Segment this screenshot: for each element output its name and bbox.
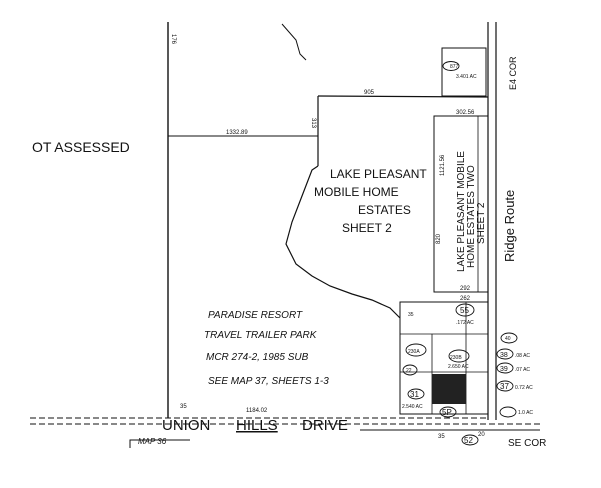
subdivision-line2: MOBILE HOME [314, 185, 399, 199]
parcel-22-circle [402, 364, 418, 376]
parcel-31-circle [407, 388, 425, 400]
parcel-31-id: 31 [410, 390, 419, 399]
subdivision-west-curve [285, 165, 401, 319]
parcel-5p-circle [439, 406, 457, 418]
parcel-230a-id: 230A [408, 349, 420, 355]
road-hills-label: HILLS [236, 417, 278, 434]
subdivision-north-line [317, 95, 489, 98]
map-ref-bracket [129, 439, 190, 448]
parcel-52-circle [461, 434, 479, 446]
parcel-37-id: 37 [500, 382, 509, 391]
parcel-37-circle [496, 380, 514, 392]
parcel-55-id: 55 [460, 306, 469, 315]
parcel-877-circle [442, 61, 460, 71]
parcel-877-area: 3.401 AC [456, 74, 477, 80]
parcel-5p-id: 5P [442, 408, 452, 417]
corner-176-label: 176 [170, 34, 176, 45]
parcel-38-area: .08 AC [515, 353, 530, 359]
parcel-39-area: .07 AC [515, 367, 530, 373]
dim-302: 302.56 [456, 110, 475, 116]
se-cor-label: SE COR [508, 438, 546, 449]
paradise-line3: MCR 274-2, 1985 SUB [206, 352, 309, 363]
small-parcel-35: 35 [408, 312, 414, 318]
e4-cor-label: E4 COR [508, 56, 518, 90]
subdivision-two-line3: SHEET 2 [476, 202, 487, 244]
dim-35: 35 [438, 434, 445, 440]
paradise-line2: TRAVEL TRAILER PARK [204, 330, 318, 341]
parcel-877-box [441, 47, 487, 97]
parcel-37-area: 0.72 AC [515, 385, 533, 391]
subdivision-line3: ESTATES [358, 203, 411, 217]
parcel-40-circle [500, 332, 518, 344]
parcel-39-id: 39 [500, 366, 508, 373]
dim-20: 20 [478, 432, 485, 438]
dim-905: 905 [364, 90, 375, 96]
parcel-39-circle [496, 362, 514, 374]
subdivision-two-line2: HOME ESTATES TWO [466, 165, 477, 268]
not-assessed-label: OT ASSESSED [32, 139, 130, 155]
parcel-230a-circle [405, 343, 427, 357]
dim-1332: 1332.89 [226, 130, 248, 136]
parcel-55-circle [455, 303, 475, 317]
dim-292: 292 [460, 286, 471, 292]
paradise-line1: PARADISE RESORT [208, 310, 303, 321]
map-ref-label: MAP 36 [138, 437, 167, 446]
subdivision-line4: SHEET 2 [342, 221, 392, 235]
ridge-route-label: Ridge Route [502, 190, 517, 262]
parcel-877-id: 877 [450, 64, 459, 70]
subdivision-two-line1: LAKE PLEASANT MOBILE [456, 151, 467, 272]
drainage-line [281, 23, 307, 61]
subdivision-line1: LAKE PLEASANT [330, 167, 427, 181]
parcel-52-id: 52 [464, 436, 473, 445]
road-union-label: UNION [162, 417, 210, 434]
dim-820: 820 [436, 233, 442, 244]
dim-313: 313 [310, 118, 316, 129]
parcel-22-id: 22 [406, 368, 412, 374]
hatched-parcel [432, 374, 466, 404]
parcel-40-id: 40 [505, 336, 511, 342]
parcel-sx-circle [499, 406, 517, 418]
parcel-31-area: 2.540 AC [402, 404, 423, 410]
parcel-38-circle [496, 348, 514, 360]
road-35-label: 35 [180, 404, 187, 410]
parcel-sx-area: 1.0 AC [518, 410, 533, 416]
parcel-23-id: 230B [450, 355, 462, 361]
subdivision-two-strip [433, 115, 489, 293]
lower-parcel-block [399, 301, 489, 415]
road-1184-label: 1184.02 [246, 408, 268, 414]
dim-1121: 1121.56 [440, 154, 446, 176]
paradise-line4: SEE MAP 37, SHEETS 1-3 [208, 376, 329, 387]
parcel-23-circle [448, 349, 470, 363]
road-drive-label: DRIVE [302, 417, 348, 434]
dim-262: 262 [460, 296, 471, 302]
parcel-38-id: 38 [500, 352, 508, 359]
parcel-23-area: 2.650 AC [448, 364, 469, 370]
parcel-55-area: .172 AC [456, 320, 474, 326]
